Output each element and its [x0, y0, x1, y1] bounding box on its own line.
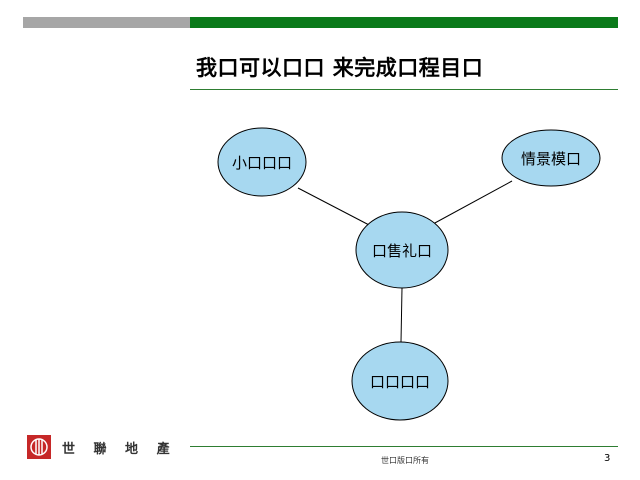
connector-line [297, 187, 372, 227]
page-number: 3 [604, 453, 611, 464]
logo-mark-icon [27, 435, 51, 459]
node-center: 口售礼口 [355, 211, 449, 289]
node-ellipse [217, 127, 307, 197]
slide-title: 我口可以口口 来完成口程目口 [196, 56, 484, 80]
node-label: 口口口口 [370, 373, 430, 391]
node-bottom: 口口口口 [351, 341, 449, 421]
title-divider [190, 89, 618, 90]
header-bar-green [190, 17, 618, 28]
node-label: 口售礼口 [372, 242, 432, 260]
node-ellipse [351, 341, 449, 421]
company-name: 世 聯 地 產 [62, 442, 177, 457]
company-logo-icon [27, 435, 51, 459]
node-label: 小口口口 [232, 154, 292, 172]
node-ellipse [355, 211, 449, 289]
header-bar-gray [23, 17, 190, 28]
node-label: 情景模口 [521, 150, 581, 168]
copyright-text: 世口版口所有 [381, 456, 429, 465]
connector-line [400, 287, 403, 343]
connector-line [432, 180, 513, 225]
node-scenario: 情景模口 [501, 129, 601, 187]
node-small-group: 小口口口 [217, 127, 307, 197]
footer-divider [190, 446, 618, 447]
node-ellipse [501, 129, 601, 187]
